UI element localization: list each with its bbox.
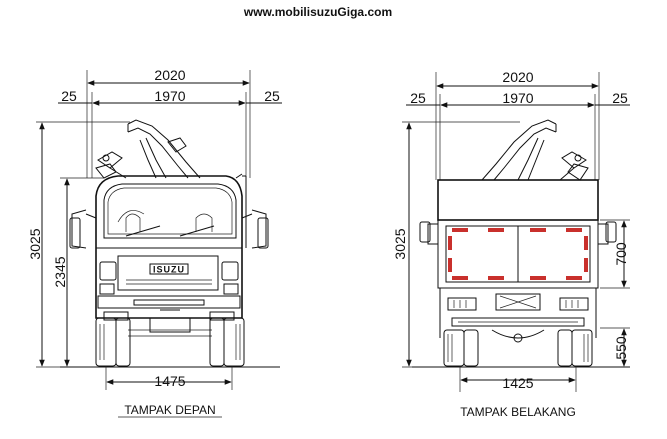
front-dim-body-width: 25 1970 25 [58,88,282,178]
rear-right-overhang-label: 25 [612,90,628,106]
rear-deck-floor-label: 550 [613,336,629,360]
rear-body-width-label: 1970 [502,90,533,106]
rear-view-caption: TAMPAK BELAKANG [460,405,576,419]
front-view-caption: TAMPAK DEPAN [124,403,215,417]
front-body-width-label: 1970 [154,88,185,104]
front-cab-height-label: 2345 [52,256,68,287]
front-dim-overall-height: 3025 [27,121,130,368]
rear-dim-body-width: 25 1970 25 [406,90,630,180]
rear-left-overhang-label: 25 [410,90,426,106]
website-url: www.mobilisuzuGiga.com [243,5,392,19]
front-overall-width-label: 2020 [154,67,185,83]
front-view: 2020 25 1970 25 3025 2345 [27,67,282,418]
rear-dim-deck-floor: 550 [600,327,630,367]
rear-dim-overall-height: 3025 [392,121,520,368]
rear-dim-track: 1425 [459,366,577,392]
front-cab: ISUZU [60,175,280,368]
front-left-overhang-label: 25 [61,88,77,104]
front-dim-cab-height: 2345 [52,177,104,367]
rear-deck-side-label: 700 [613,242,629,266]
front-dim-overall-width: 2020 [86,67,251,178]
front-crane [95,119,243,179]
rear-dim-deck-side: 700 [600,219,630,289]
rear-dim-overall-width: 2020 [435,69,600,180]
front-dim-track: 1475 [105,366,233,390]
rear-crane [481,119,589,181]
rear-overall-width-label: 2020 [502,69,533,85]
isuzu-grille-badge: ISUZU [153,265,185,275]
rear-cargo-body [412,179,630,368]
front-overall-height-label: 3025 [27,228,43,259]
front-track-label: 1475 [154,373,185,389]
rear-track-label: 1425 [502,375,533,391]
front-right-overhang-label: 25 [264,88,280,104]
rear-overall-height-label: 3025 [392,228,408,259]
rear-view: 2020 25 1970 25 3025 [392,69,630,419]
